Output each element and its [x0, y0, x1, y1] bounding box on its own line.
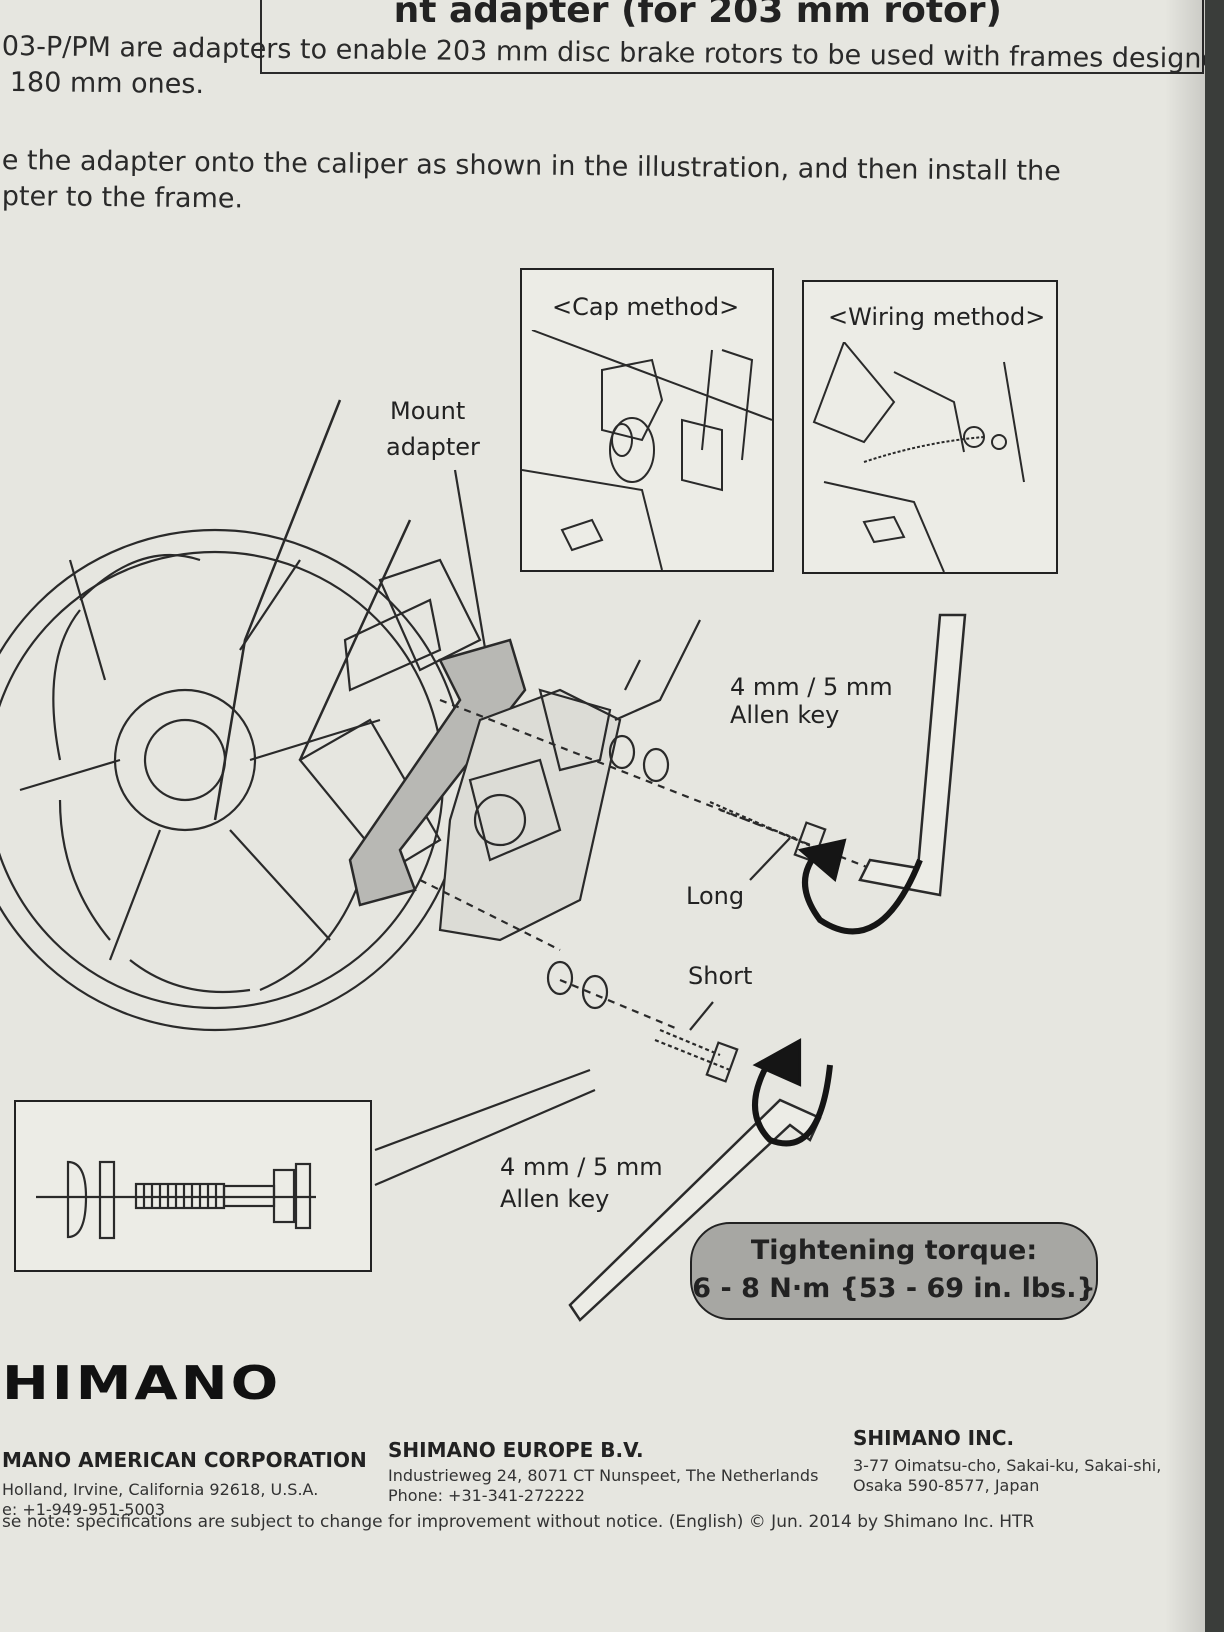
shimano-logo: HIMANO [2, 1357, 282, 1411]
torque-value: 6 - 8 N·m {53 - 69 in. lbs.} [692, 1273, 1096, 1304]
cap-method-drawing [522, 330, 772, 570]
address-europe-line2: Phone: +31-341-272222 [388, 1486, 585, 1505]
bolt-detail-inset [14, 1100, 372, 1272]
bolt-detail-drawing [36, 1160, 316, 1240]
torque-title: Tightening torque: [750, 1235, 1038, 1266]
address-japan-line2: Osaka 590-8577, Japan [853, 1476, 1040, 1495]
wiring-method-label: <Wiring method> [828, 303, 1046, 331]
address-europe-name: SHIMANO EUROPE B.V. [388, 1438, 644, 1462]
short-bolt-label: Short [688, 962, 753, 990]
long-bolt-label: Long [686, 882, 745, 910]
allen-key-top-label: Allen key [730, 701, 840, 729]
address-americas-name: MANO AMERICAN CORPORATION [2, 1448, 367, 1472]
address-japan-name: SHIMANO INC. [853, 1426, 1015, 1450]
tightening-torque-callout: Tightening torque: 6 - 8 N·m {53 - 69 in… [690, 1222, 1098, 1320]
wiring-method-inset: <Wiring method> [802, 280, 1058, 574]
disc-rotor [0, 528, 467, 1032]
cap-method-label: <Cap method> [552, 293, 740, 321]
address-japan-line1: 3-77 Oimatsu-cho, Sakai-ku, Sakai-shi, [853, 1456, 1162, 1475]
allen-key-bottom-size: 4 mm / 5 mm [500, 1153, 663, 1181]
title-box: nt adapter (for 203 mm rotor) [260, 0, 1204, 74]
allen-key-top-size: 4 mm / 5 mm [730, 673, 893, 701]
address-americas-line2: e: +1-949-951-5003 [2, 1500, 166, 1519]
mount-adapter-label-2: adapter [386, 433, 480, 461]
mount-adapter-label: Mount [390, 397, 466, 425]
address-europe-line1: Industrieweg 24, 8071 CT Nunspeet, The N… [388, 1466, 819, 1485]
page-title: nt adapter (for 203 mm rotor) [393, 0, 1002, 31]
allen-key-bottom-label: Allen key [500, 1185, 610, 1213]
cap-method-inset: <Cap method> [520, 268, 774, 572]
footer-note: se note: specifications are subject to c… [2, 1512, 1035, 1532]
address-americas-line1: Holland, Irvine, California 92618, U.S.A… [2, 1480, 319, 1499]
wiring-method-drawing [812, 342, 1025, 572]
